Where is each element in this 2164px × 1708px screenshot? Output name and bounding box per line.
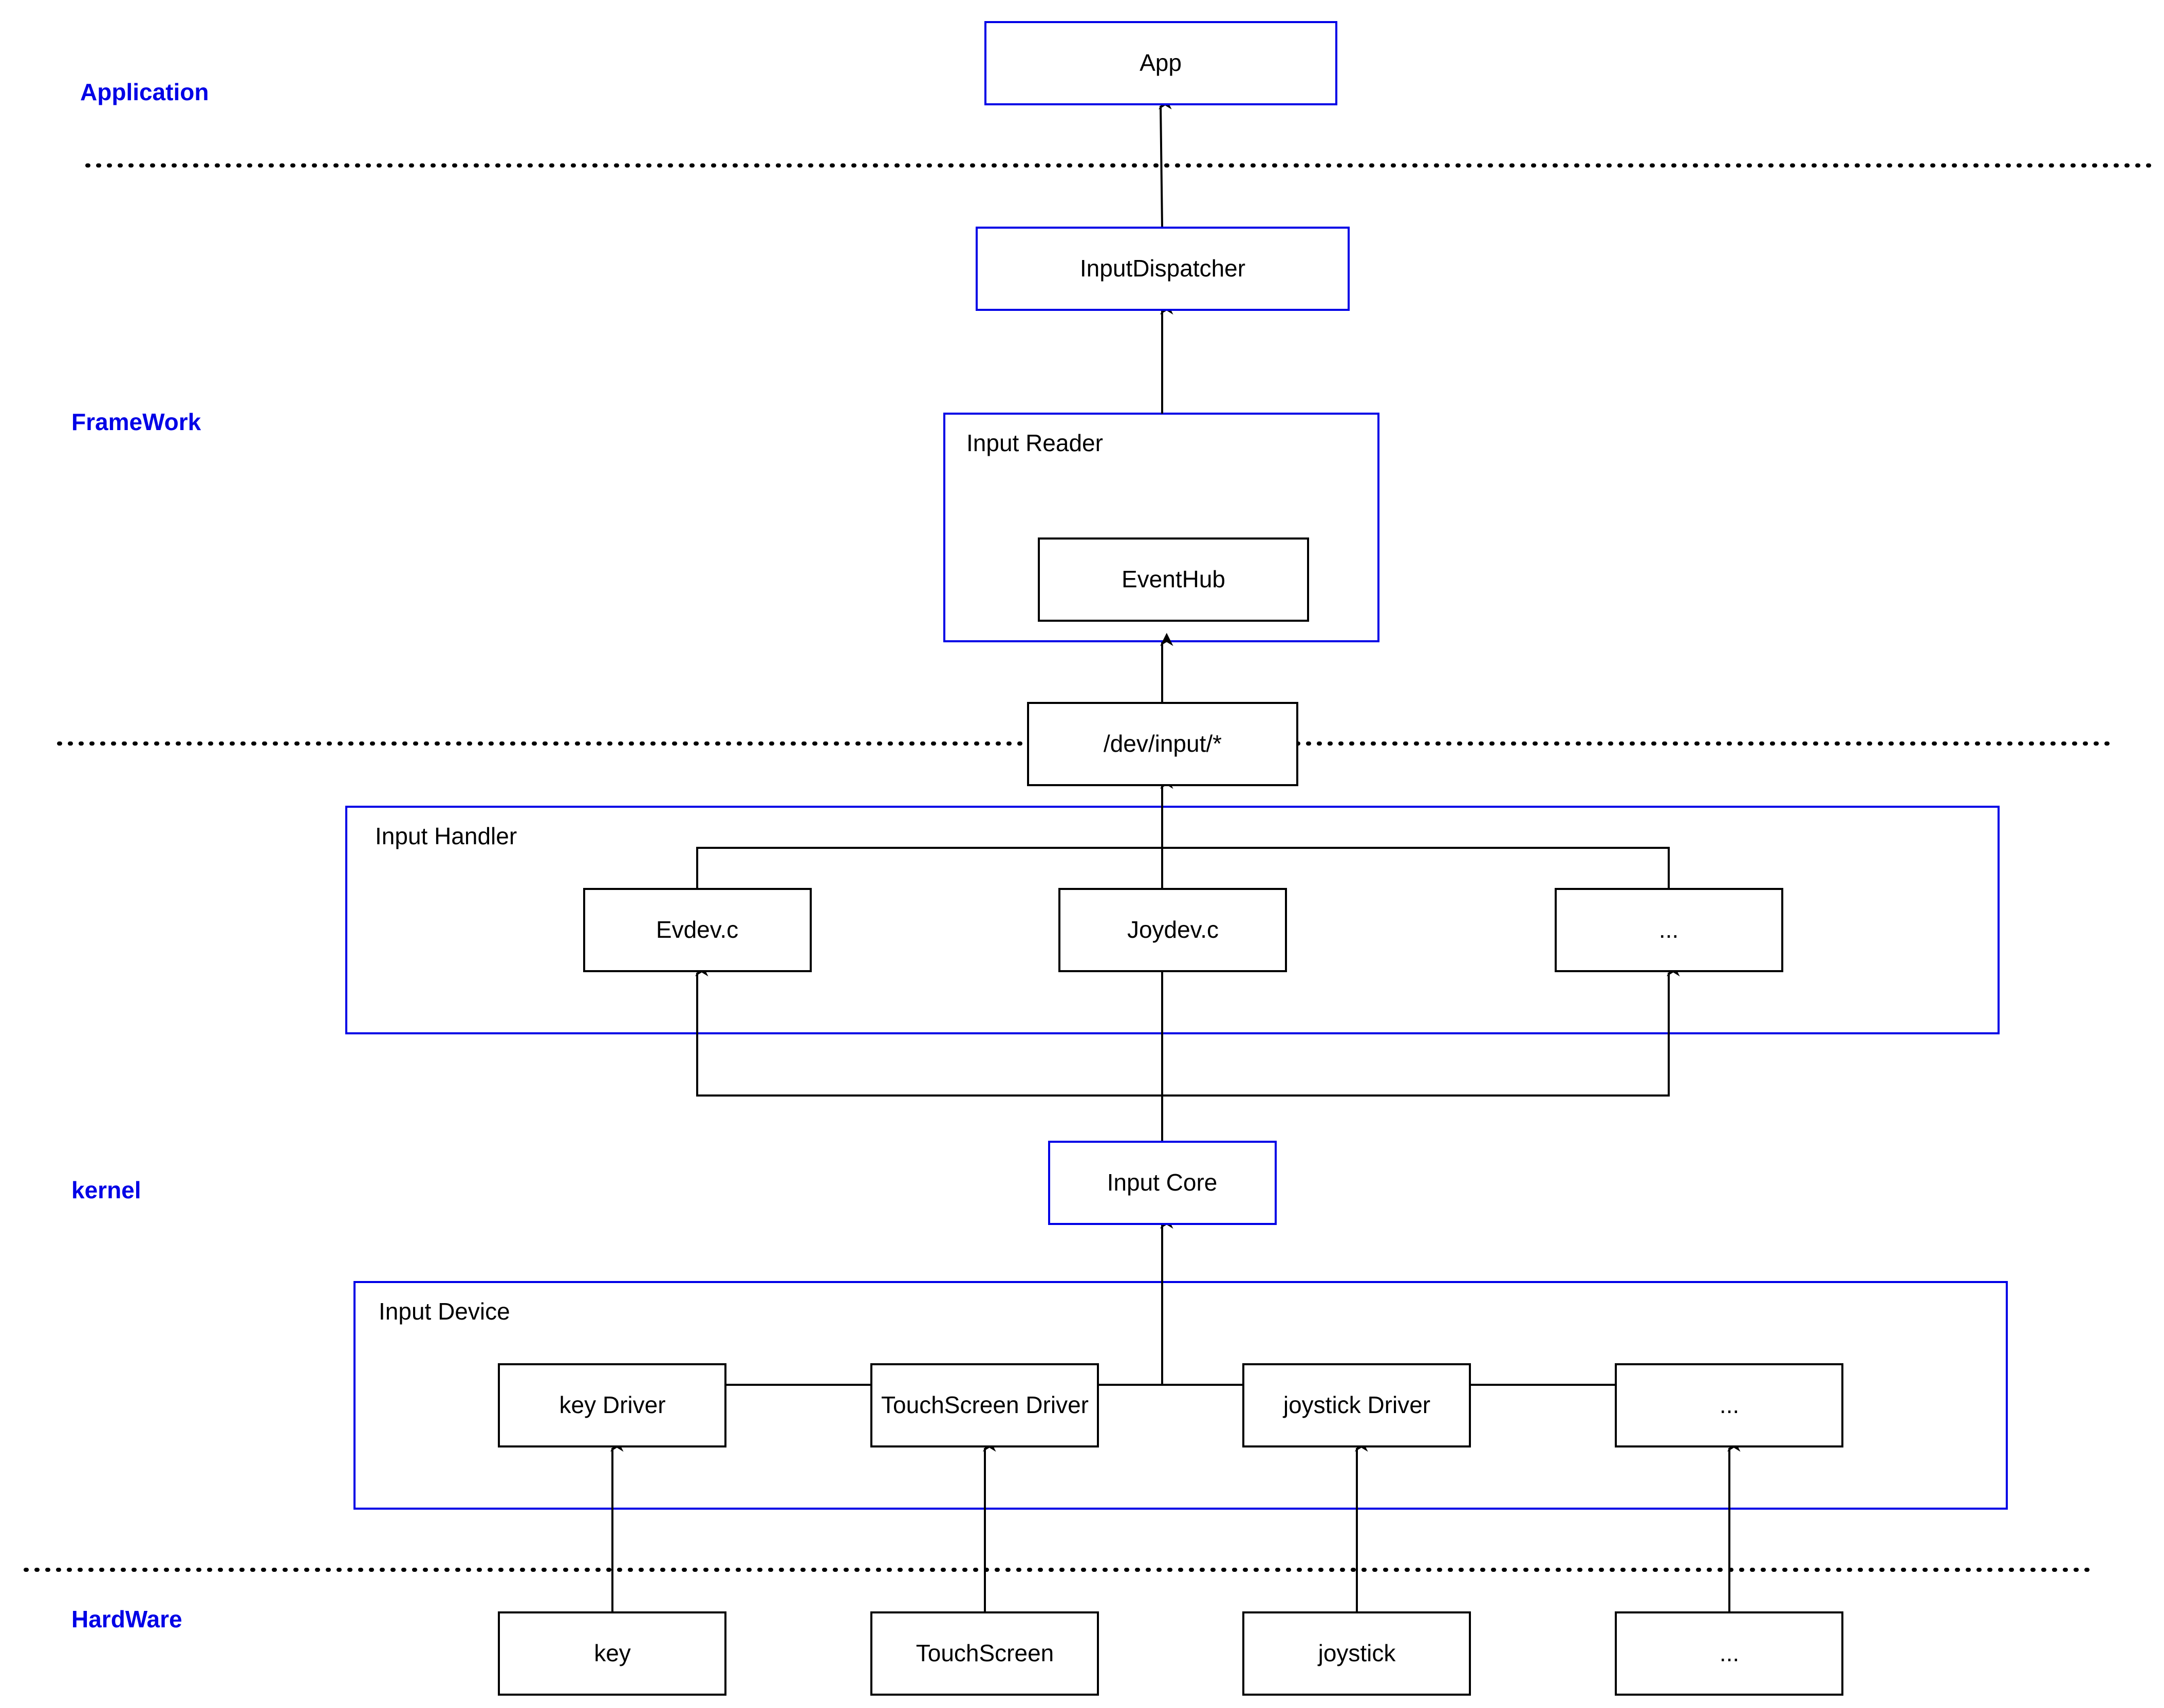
layer-label-framework: FrameWork [71,409,201,435]
layer-label-hardware: HardWare [71,1606,182,1632]
key-driver-label: key Driver [559,1391,665,1418]
key-driver-node [498,1363,726,1447]
layer-label-application: Application [80,79,209,105]
joystick-driver-node [1242,1363,1471,1447]
touchscreen-hardware-node [870,1611,1099,1696]
hardware-more-label: ... [1720,1640,1739,1666]
joydev-node [1058,888,1287,972]
driver-more-node [1615,1363,1843,1447]
driver-more-label: ... [1720,1391,1739,1418]
key-hardware-label: key [594,1640,631,1666]
input-core-node [1048,1141,1277,1225]
app-node [984,21,1337,105]
handler-more-node [1555,888,1783,972]
input-dispatcher-label: InputDispatcher [1080,255,1245,282]
evdev-node [583,888,812,972]
key-hardware-node [498,1611,726,1696]
joystick-hardware-node [1242,1611,1471,1696]
dev-input-node [1027,702,1298,786]
edge-dispatcher-to-app [1159,96,1172,228]
edge-core-to-evdev [695,963,1162,1097]
evdev-label: Evdev.c [656,916,738,943]
edge-handler-bus-top [696,847,1670,889]
layer-label-kernel: kernel [71,1177,141,1203]
handler-more-label: ... [1659,916,1678,943]
input-reader-label: Input Reader [966,430,1103,456]
event-hub-label: EventHub [1122,566,1225,592]
input-device-label: Input Device [379,1298,510,1325]
touchscreen-driver-node [870,1363,1099,1447]
joydev-label: Joydev.c [1127,916,1219,943]
joystick-hardware-label: joystick [1317,1640,1396,1666]
hardware-more-node [1615,1611,1843,1696]
touchscreen-driver-label: TouchScreen Driver [881,1391,1089,1418]
input-core-label: Input Core [1107,1169,1218,1196]
edge-core-to-handler-more [1162,963,1680,1097]
input-dispatcher-node [976,227,1350,311]
joystick-driver-label: joystick Driver [1282,1391,1430,1418]
event-hub-node [1038,537,1309,622]
app-label: App [1140,49,1182,76]
input-handler-label: Input Handler [375,823,517,849]
dev-input-label: /dev/input/* [1104,730,1222,757]
touchscreen-hardware-label: TouchScreen [916,1640,1054,1666]
